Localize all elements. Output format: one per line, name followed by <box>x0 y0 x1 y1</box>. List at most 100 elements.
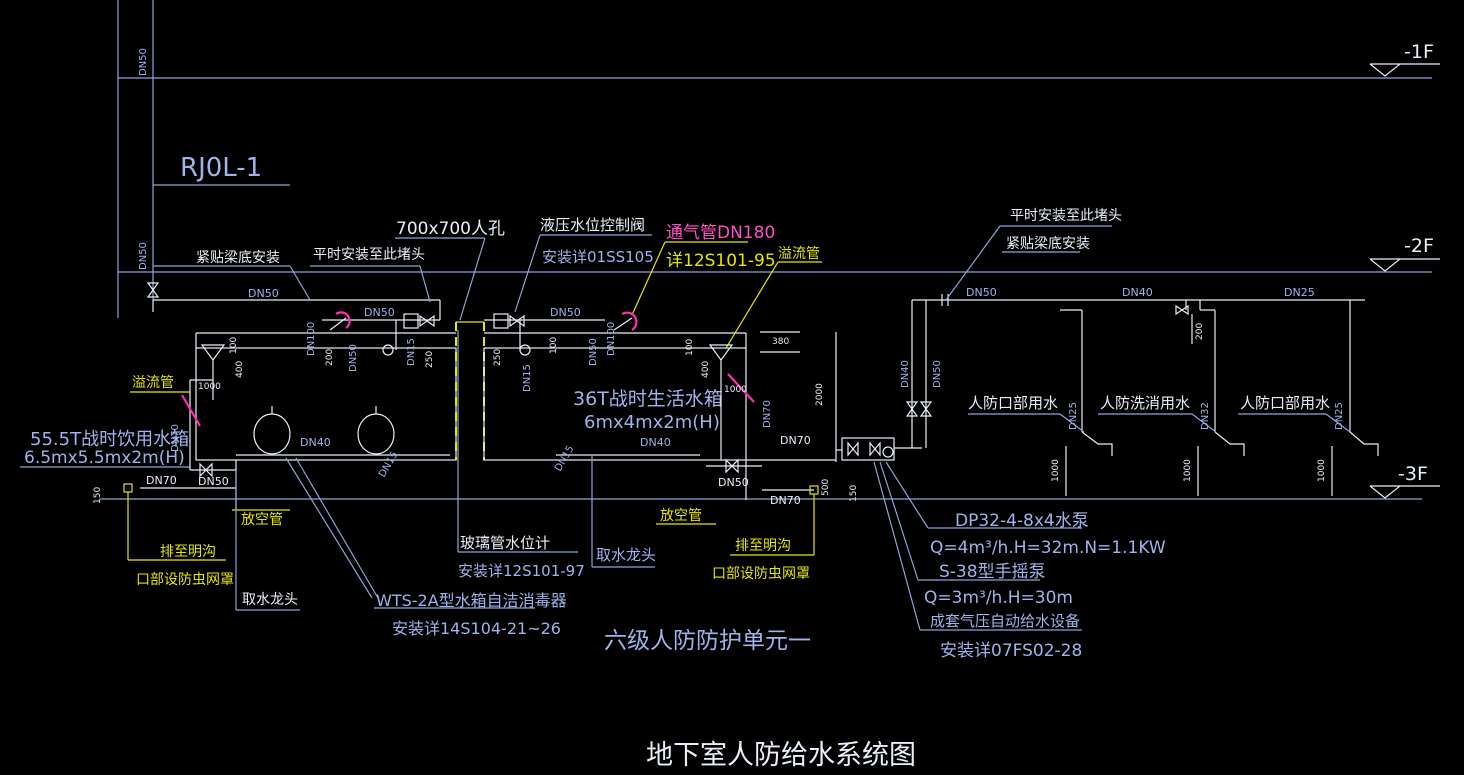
note-vent-tube-right: 放空管 <box>660 508 702 524</box>
manhole-note: 700x700人孔 <box>395 219 505 321</box>
pipe-dn50-e: DN50 <box>198 475 229 488</box>
title-text: 地下室人防给水系统图 <box>646 740 916 771</box>
level-marker-b1: -1F <box>1369 41 1440 77</box>
pipe-dn40-r: DN40 <box>1122 286 1153 299</box>
level-marker-b3: -3F <box>1369 463 1440 499</box>
pipe-dn40-b: DN40 <box>640 436 671 449</box>
dim-1000e: 1000 <box>1317 459 1327 482</box>
level-b3-label: -3F <box>1398 463 1428 485</box>
dim-200b: 200 <box>1195 323 1205 340</box>
pipe-dn70-a: DN70 <box>170 424 181 452</box>
note-vent-ref: 详12S101-95 <box>666 251 776 271</box>
pipe-dn50-c: DN50 <box>550 306 581 319</box>
pump-line3: S-38型手摇泵 <box>939 562 1046 582</box>
overflow-left: 溢流管 1000 400 100 DN70 <box>130 337 245 470</box>
riser-rj0l-1: RJ0L-1 DN50 DN50 <box>117 0 290 318</box>
note-vent-pipe: 通气管DN180 <box>666 223 775 243</box>
drain-right: DN50 DN70 放空管 排至明沟 口部设防虫网罩 500 150 DN70 <box>656 434 859 582</box>
note-vent-tube-left: 放空管 <box>241 512 283 528</box>
note-manhole: 700x700人孔 <box>396 219 505 239</box>
dim-150b: 150 <box>849 485 859 502</box>
note-drain-left: 排至明沟 <box>160 544 216 560</box>
pipe-dn50-v: DN50 <box>932 360 943 388</box>
manhole-shaft <box>455 321 485 460</box>
note-beam-install-right: 紧贴梁底安装 <box>1006 236 1090 252</box>
dim-200a: 200 <box>325 349 335 366</box>
pipe-dn50-r: DN50 <box>966 286 997 299</box>
user-2-label: 人防洗消用水 <box>1100 394 1190 412</box>
pipe-dn25-u1: DN25 <box>1068 402 1079 430</box>
pipe-dn15-d: DN15 <box>553 444 576 474</box>
pump-line2: Q=4m³/h.H=32m.N=1.1KW <box>930 538 1166 558</box>
note-float-valve: 液压水位控制阀 <box>540 216 645 234</box>
tank2-name: 36T战时生活水箱 <box>573 388 723 410</box>
pipe-dn40-v: DN40 <box>900 360 911 388</box>
note-plug-peace-right: 平时安装至此堵头 <box>1010 208 1122 224</box>
drain-left: DN70 DN50 放空管 排至明沟 口部设防虫网罩 150 取水龙头 <box>93 460 300 611</box>
dim-400a: 400 <box>235 361 245 378</box>
pump-risers: DN40 DN50 DN50 DN40 DN25 <box>900 286 1365 448</box>
user-3-label: 人防口部用水 <box>1240 394 1330 412</box>
dim-250b: 250 <box>493 349 503 366</box>
end-users: 人防口部用水 DN25 1000 200 人防洗消用水 DN32 1000 人防… <box>968 300 1379 496</box>
pipe-dn32-u2: DN32 <box>1200 402 1211 430</box>
pipe-dn50-main: DN50 <box>248 287 279 300</box>
pipe-dn15-c: DN15 <box>377 450 400 480</box>
note-glass-gauge-ref: 安装详12S101-97 <box>458 562 585 580</box>
note-drain-screen-left: 口部设防虫网罩 <box>136 572 234 588</box>
note-drain-screen-right: 口部设防虫网罩 <box>712 566 810 582</box>
pipe-dn15-b: DN15 <box>522 364 533 392</box>
pipe-dn50-f: DN50 <box>718 476 749 489</box>
level-b1-label: -1F <box>1404 41 1434 63</box>
note-sterilizer: WTS-2A型水箱自洁消毒器 <box>376 591 567 610</box>
pump-line6: 安装详07FS02-28 <box>940 641 1082 661</box>
pipe-dn50-a: DN50 <box>364 306 395 319</box>
pipe-dn25-r: DN25 <box>1284 286 1315 299</box>
pipe-dn70-d: DN70 <box>770 494 801 507</box>
dim-500: 500 <box>821 479 831 496</box>
pipe-dn25-u3: DN25 <box>1334 402 1345 430</box>
note-drain-right: 排至明沟 <box>735 538 791 554</box>
pump-line4: Q=3m³/h.H=30m <box>924 588 1073 608</box>
vent-pipe-note: 通气管DN180 详12S101-95 <box>613 223 776 331</box>
tank2-size: 6mx4mx2m(H) <box>584 412 720 433</box>
note-faucet-left: 取水龙头 <box>242 592 298 608</box>
pump-set: DP32-4-8x4水泵 Q=4m³/h.H=32m.N=1.1KW S-38型… <box>836 437 1166 661</box>
note-sterilizer-ref: 安装详14S104-21~26 <box>392 619 561 638</box>
drawing-title: 地下室人防给水系统图 <box>646 740 916 771</box>
dim-400b: 400 <box>701 361 711 378</box>
pipe-dn70-e: DN70 <box>780 434 811 447</box>
dim-1000c: 1000 <box>1051 459 1061 482</box>
right-notes: 平时安装至此堵头 紧贴梁底安装 <box>945 208 1122 301</box>
inlet-pipe-dn50: 紧贴梁底安装 DN50 平时安装至此堵头 <box>153 247 441 320</box>
unit-label: 六级人防防护单元一 <box>604 628 811 654</box>
overflow-right: 溢流管 1000 400 100 380 2000 DN70 <box>685 246 837 462</box>
dim-100a: 100 <box>229 337 239 354</box>
user-1-label: 人防口部用水 <box>968 394 1058 412</box>
note-beam-install: 紧贴梁底安装 <box>196 250 280 266</box>
pipe-dn50-b: DN50 <box>348 344 359 372</box>
pipe-dn15-a: DN15 <box>406 338 417 366</box>
pump-line1: DP32-4-8x4水泵 <box>955 511 1089 531</box>
dim-1000b: 1000 <box>724 385 747 395</box>
note-float-valve-ref: 安装详01SS105 <box>542 248 654 266</box>
level-marker-b2: -2F <box>1369 235 1440 272</box>
pump-line5: 成套气压自动给水设备 <box>930 612 1080 630</box>
tank1-inlet: DN50 DN100 200 DN50 DN15 250 <box>306 306 440 372</box>
pipe-dn100: DN100 <box>306 322 317 356</box>
tank1-name: 55.5T战时饮用水箱 <box>30 429 189 450</box>
note-overflow-left: 溢流管 <box>132 375 174 391</box>
note-glass-gauge: 玻璃管水位计 <box>460 534 550 552</box>
riser-id-label: RJ0L-1 <box>180 153 262 183</box>
dim-380: 380 <box>772 337 789 347</box>
note-overflow-right: 溢流管 <box>778 246 820 262</box>
dim-150a: 150 <box>93 487 103 504</box>
dim-100b: 100 <box>549 337 559 354</box>
level-b2-label: -2F <box>1404 235 1434 257</box>
pipe-dn70-c: DN70 <box>146 474 177 487</box>
pipe-dn70-b: DN70 <box>762 400 773 428</box>
note-plug-peace: 平时安装至此堵头 <box>313 247 425 263</box>
pipe-dn40-a: DN40 <box>300 436 331 449</box>
pipe-dn50-d: DN50 <box>588 338 599 366</box>
